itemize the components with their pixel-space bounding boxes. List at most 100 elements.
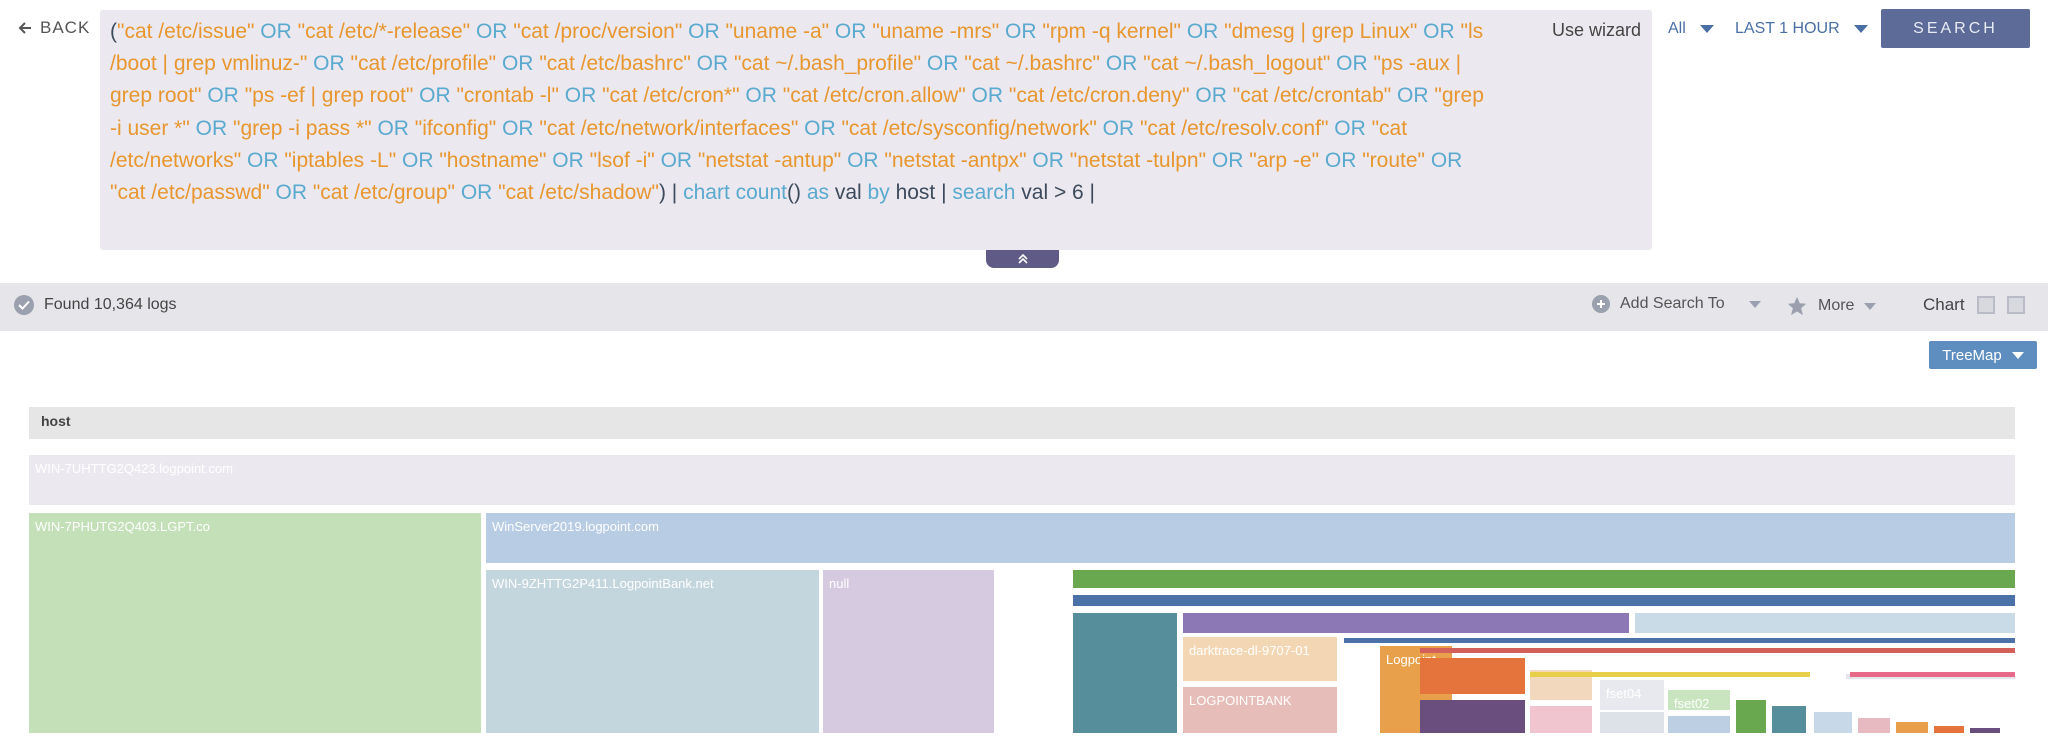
treemap-cell[interactable]: LOGPOINTBANK bbox=[1183, 687, 1337, 733]
query-operator-token: OR bbox=[496, 52, 540, 76]
query-operator-token: OR bbox=[558, 84, 603, 108]
more-dropdown[interactable]: More bbox=[1786, 295, 1877, 317]
full-view-icon[interactable] bbox=[2006, 296, 2025, 314]
query-operator-token: OR bbox=[921, 52, 965, 76]
query-operator-token: OR bbox=[1099, 52, 1144, 76]
treemap-cell[interactable] bbox=[1970, 728, 2000, 733]
query-operator-token: OR bbox=[1319, 148, 1363, 172]
query-operator-token: OR bbox=[1417, 20, 1461, 43]
treemap-cell[interactable] bbox=[1896, 722, 1928, 733]
query-string-token: "ps -ef | grep root" bbox=[244, 84, 414, 108]
treemap-cell[interactable] bbox=[1344, 638, 2015, 643]
query-string-token: "cat ~/.bash_logout" bbox=[1143, 52, 1331, 76]
query-operator-token: OR bbox=[269, 181, 313, 205]
query-string-token: "cat /etc/networks" bbox=[110, 116, 1408, 172]
treemap-cell[interactable] bbox=[1600, 712, 1664, 733]
query-string-token: "route" bbox=[1362, 148, 1425, 172]
query-operator-token: OR bbox=[1189, 84, 1233, 108]
treemap-cell[interactable]: fset04 bbox=[1600, 680, 1664, 710]
time-range-value: LAST 1 HOUR bbox=[1735, 20, 1840, 37]
add-search-to-label: Add Search To bbox=[1620, 295, 1725, 312]
query-operator-token: OR bbox=[454, 181, 499, 205]
query-string-token: "uname -mrs" bbox=[872, 20, 1000, 43]
treemap-cell[interactable] bbox=[1420, 648, 2015, 653]
repo-scope-dropdown[interactable]: All bbox=[1668, 20, 1714, 38]
query-string-token: "uname -a" bbox=[725, 20, 830, 43]
query-string-token: "netstat -antup" bbox=[697, 148, 842, 172]
query-string-token: "grep -i pass *" bbox=[232, 116, 372, 140]
query-string-token: "netstat -antpx" bbox=[884, 148, 1027, 172]
query-plain-token: ) | bbox=[658, 181, 684, 205]
star-icon bbox=[1787, 296, 1807, 316]
query-string-token: "cat /etc/issue" bbox=[117, 20, 255, 43]
treemap-cell[interactable] bbox=[1934, 726, 1964, 733]
treemap-cell[interactable]: WIN-7UHTTG2Q423.logpoint.com bbox=[29, 455, 2015, 505]
treemap-cell[interactable] bbox=[1530, 672, 1810, 677]
treemap-cell[interactable] bbox=[1420, 658, 1525, 694]
use-wizard-link[interactable]: Use wizard bbox=[1552, 20, 1642, 40]
query-string-token: "cat /etc/cron.deny" bbox=[1008, 84, 1190, 108]
treemap-cell[interactable]: fset02 bbox=[1668, 690, 1730, 710]
query-operator-token: OR bbox=[496, 116, 540, 140]
treemap-cell[interactable]: darktrace-dl-9707-01 bbox=[1183, 637, 1337, 681]
treemap-cell[interactable] bbox=[1530, 706, 1592, 733]
treemap-cell[interactable] bbox=[1635, 613, 2015, 633]
chevron-down-icon bbox=[1864, 302, 1877, 310]
treemap-cell[interactable]: WIN-9ZHTTG2P411.LogpointBank.net bbox=[486, 570, 819, 733]
query-string-token: "cat /etc/bashrc" bbox=[539, 52, 691, 76]
time-range-dropdown[interactable]: LAST 1 HOUR bbox=[1735, 20, 1868, 38]
treemap-cell-label: LOGPOINTBANK bbox=[1189, 693, 1292, 708]
treemap-cell[interactable] bbox=[1736, 700, 1766, 733]
query-string-token: "crontab -l" bbox=[456, 84, 559, 108]
query-string-token: "cat /etc/shadow" bbox=[498, 181, 659, 205]
query-text[interactable]: ("cat /etc/issue" OR "cat /etc/*-release… bbox=[110, 16, 1495, 209]
treemap-cell[interactable] bbox=[1073, 595, 2015, 606]
chart-type-value: TreeMap bbox=[1942, 346, 2002, 364]
treemap-cell[interactable] bbox=[1858, 718, 1890, 733]
query-editor[interactable]: ("cat /etc/issue" OR "cat /etc/*-release… bbox=[100, 10, 1652, 250]
treemap-cell-label: WIN-7PHUTG2Q403.LGPT.co bbox=[35, 519, 210, 534]
treemap-cell-label: fset04 bbox=[1606, 686, 1642, 701]
chevron-down-icon bbox=[1699, 25, 1714, 33]
query-operator-token: OR bbox=[201, 84, 245, 108]
collapse-query-button[interactable] bbox=[986, 250, 1059, 268]
search-button[interactable]: SEARCH bbox=[1881, 9, 2030, 48]
query-operator-token: OR bbox=[798, 116, 842, 140]
treemap-cell[interactable] bbox=[1073, 570, 2015, 588]
treemap-cell-label: WIN-9ZHTTG2P411.LogpointBank.net bbox=[492, 576, 714, 591]
query-string-token: "cat /etc/crontab" bbox=[1232, 84, 1392, 108]
query-string-token: "cat /etc/cron*" bbox=[602, 84, 740, 108]
treemap-cell[interactable] bbox=[1850, 672, 2015, 677]
query-operator-token: OR bbox=[546, 148, 590, 172]
query-string-token: "grep -i user *" bbox=[110, 84, 1484, 140]
treemap-cell-label: WinServer2019.logpoint.com bbox=[492, 519, 659, 534]
treemap-cell[interactable] bbox=[1420, 700, 1525, 733]
chart-type-dropdown[interactable]: TreeMap bbox=[1929, 341, 2037, 369]
treemap-cell[interactable]: WIN-7PHUTG2Q403.LGPT.co bbox=[29, 513, 481, 733]
treemap-cell-label: WIN-7UHTTG2Q423.logpoint.com bbox=[35, 461, 233, 476]
add-search-to-dropdown[interactable]: Add Search To bbox=[1592, 295, 1761, 313]
back-button[interactable]: BACK bbox=[18, 18, 90, 38]
treemap-cell[interactable] bbox=[1668, 716, 1730, 733]
treemap-cell[interactable] bbox=[1814, 712, 1852, 733]
treemap-cell[interactable]: null bbox=[823, 570, 994, 733]
chevron-down-icon bbox=[1748, 300, 1761, 308]
query-string-token: "cat ~/.bash_profile" bbox=[733, 52, 922, 76]
treemap-cell[interactable]: WinServer2019.logpoint.com bbox=[486, 513, 2015, 563]
treemap-cell[interactable] bbox=[1772, 706, 1806, 733]
treemap-cell-label: null bbox=[829, 576, 850, 591]
split-view-icon[interactable] bbox=[1976, 296, 1995, 314]
query-operator-token: OR bbox=[1424, 148, 1463, 172]
query-string-token: "rpm -q kernel" bbox=[1042, 20, 1181, 43]
query-operator-token: OR bbox=[1328, 116, 1372, 140]
treemap-cell-label: darktrace-dl-9707-01 bbox=[1189, 643, 1310, 658]
query-string-token: "cat /etc/resolv.conf" bbox=[1139, 116, 1329, 140]
query-operator-token: as bbox=[806, 181, 835, 205]
query-operator-token: OR bbox=[307, 52, 351, 76]
treemap-cell[interactable] bbox=[1183, 613, 1629, 633]
treemap-cell[interactable] bbox=[1073, 613, 1177, 733]
query-operator-token: OR bbox=[1391, 84, 1435, 108]
query-string-token: "ls /boot | grep vmlinuz-" bbox=[110, 20, 1484, 76]
query-string-token: "cat /etc/*-release" bbox=[297, 20, 471, 43]
query-operator-token: OR bbox=[690, 52, 734, 76]
